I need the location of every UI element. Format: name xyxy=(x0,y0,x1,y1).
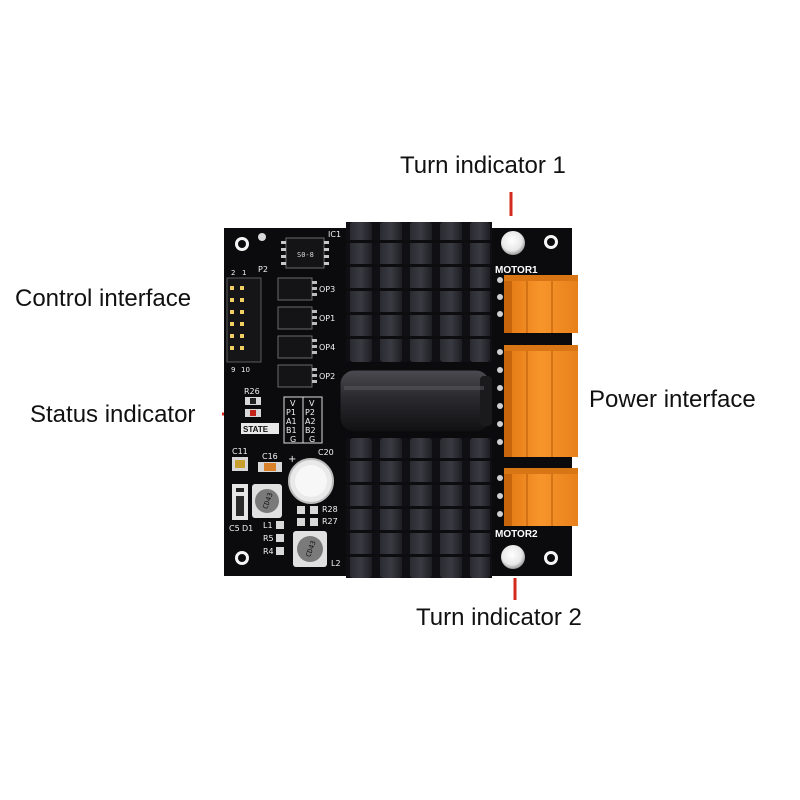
power-terminal[interactable] xyxy=(504,345,578,457)
op1-label: OP1 xyxy=(319,314,335,323)
turn-indicator-2-label: Turn indicator 2 xyxy=(416,604,582,631)
d1-label: D1 xyxy=(242,524,253,533)
header-pin-2-label: 2 xyxy=(231,269,235,277)
motor2-terminal[interactable] xyxy=(504,468,578,526)
c20-plus: + xyxy=(288,454,296,465)
pin2-p: P2 xyxy=(305,408,315,417)
pin1-g: G xyxy=(290,435,296,444)
turn-indicator-1-label: Turn indicator 1 xyxy=(400,152,566,179)
pin1-a: A1 xyxy=(286,417,297,426)
status-indicator-label: Status indicator xyxy=(30,401,196,428)
power-interface-label: Power interface xyxy=(589,386,756,413)
op2-label: OP2 xyxy=(319,372,335,381)
turn-indicator-1-led xyxy=(501,231,525,255)
op4-label: OP4 xyxy=(319,343,335,352)
pin2-v: V xyxy=(309,399,315,408)
pin1-b: B1 xyxy=(286,426,297,435)
r27-label: R27 xyxy=(322,517,338,526)
r5-label: R5 xyxy=(263,534,274,543)
r26-label: R26 xyxy=(244,387,260,396)
l2-label: L2 xyxy=(331,559,341,568)
header-pin-10-label: 10 xyxy=(241,366,250,374)
ic1-label: IC1 xyxy=(328,230,341,239)
ic1-marking: S0-8 xyxy=(297,251,314,259)
header-pin-9-label: 9 xyxy=(231,366,235,374)
terminal-pins xyxy=(497,277,503,517)
c5-label: C5 xyxy=(229,524,240,533)
p2-label: P2 xyxy=(258,265,268,274)
heatsink-top xyxy=(346,222,492,362)
pin1-v: V xyxy=(290,399,296,408)
header-pin-1-label: 1 xyxy=(242,269,246,277)
turn-indicator-2-led xyxy=(501,545,525,569)
pin1-p: P1 xyxy=(286,408,296,417)
heatsink-bottom xyxy=(346,438,492,578)
l1-label: L1 xyxy=(263,521,273,530)
op3-label: OP3 xyxy=(319,285,335,294)
pin2-a: A2 xyxy=(305,417,316,426)
pin2-b: B2 xyxy=(305,426,316,435)
ic1-chip xyxy=(285,237,325,269)
control-header xyxy=(226,277,262,363)
c16-label: C16 xyxy=(262,452,278,461)
c11-label: C11 xyxy=(232,447,248,456)
c20-label: C20 xyxy=(318,448,334,457)
mounting-holes xyxy=(235,233,558,565)
r28-label: R28 xyxy=(322,505,338,514)
state-label: STATE xyxy=(243,425,269,434)
motor1-label: MOTOR1 xyxy=(495,265,538,276)
control-interface-label: Control interface xyxy=(15,285,192,312)
pin2-g: G xyxy=(309,435,315,444)
motor1-terminal[interactable] xyxy=(504,275,578,333)
optocouplers xyxy=(277,277,317,388)
r4-label: R4 xyxy=(263,547,274,556)
motor2-label: MOTOR2 xyxy=(495,529,538,540)
bulk-capacitor xyxy=(339,369,491,433)
